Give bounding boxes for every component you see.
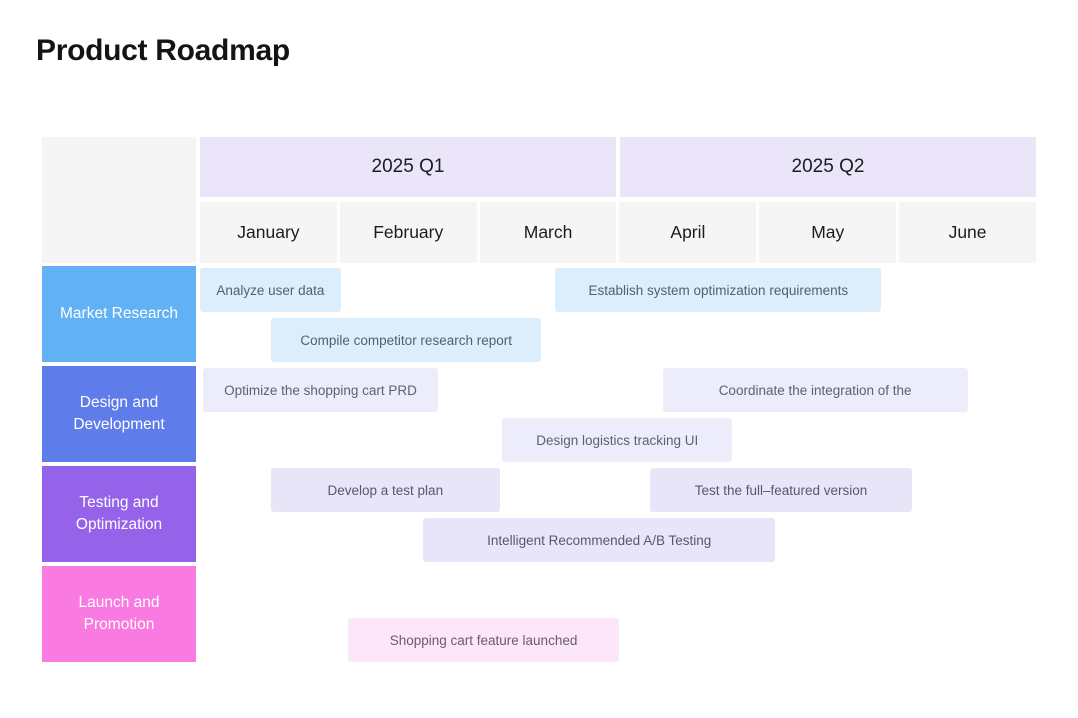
month-cell-april: April <box>619 202 757 263</box>
row-design-and-development: Design and Development Optimize the shop… <box>42 366 1036 462</box>
task-bar-optimize-shopping-cart-prd: Optimize the shopping cart PRD <box>202 368 439 412</box>
month-header-row: January February March April May June <box>200 202 1036 263</box>
task-bar-coordinate-integration: Coordinate the integration of the <box>662 368 968 412</box>
task-bar-compile-competitor-report: Compile competitor research report <box>271 318 542 362</box>
gantt-rows: Market Research Analyze user data Establ… <box>42 266 1036 662</box>
month-cell-may: May <box>759 202 897 263</box>
task-bar-intelligent-recommended-ab-testing: Intelligent Recommended A/B Testing <box>422 518 776 562</box>
row-launch-and-promotion: Launch and Promotion Shopping cart featu… <box>42 566 1036 662</box>
task-bar-establish-system-optimization: Establish system optimization requiremen… <box>555 268 882 312</box>
row-label-design-and-development: Design and Development <box>42 366 196 462</box>
quarter-cell-q1: 2025 Q1 <box>200 137 616 197</box>
month-cell-february: February <box>339 202 477 263</box>
row-label-testing-and-optimization: Testing and Optimization <box>42 466 196 562</box>
task-bar-test-full-featured-version: Test the full–featured version <box>650 468 912 512</box>
row-market-research: Market Research Analyze user data Establ… <box>42 266 1036 362</box>
month-cell-march: March <box>479 202 617 263</box>
task-bar-analyze-user-data: Analyze user data <box>200 268 341 312</box>
page-title: Product Roadmap <box>36 34 290 67</box>
month-cell-january: January <box>200 202 337 263</box>
task-bar-design-logistics-tracking-ui: Design logistics tracking UI <box>502 418 733 462</box>
header-corner-cell <box>42 137 196 263</box>
quarter-header-row: 2025 Q1 2025 Q2 <box>200 137 1036 197</box>
task-bar-develop-test-plan: Develop a test plan <box>271 468 500 512</box>
task-bar-shopping-cart-feature-launched: Shopping cart feature launched <box>347 618 620 662</box>
row-label-market-research: Market Research <box>42 266 196 362</box>
quarter-cell-q2: 2025 Q2 <box>620 137 1036 197</box>
row-label-launch-and-promotion: Launch and Promotion <box>42 566 196 662</box>
roadmap-gantt-board: 2025 Q1 2025 Q2 January February March A… <box>42 137 1036 666</box>
month-cell-june: June <box>899 202 1036 263</box>
row-testing-and-optimization: Testing and Optimization Develop a test … <box>42 466 1036 562</box>
timeline-header: 2025 Q1 2025 Q2 January February March A… <box>42 137 1036 263</box>
